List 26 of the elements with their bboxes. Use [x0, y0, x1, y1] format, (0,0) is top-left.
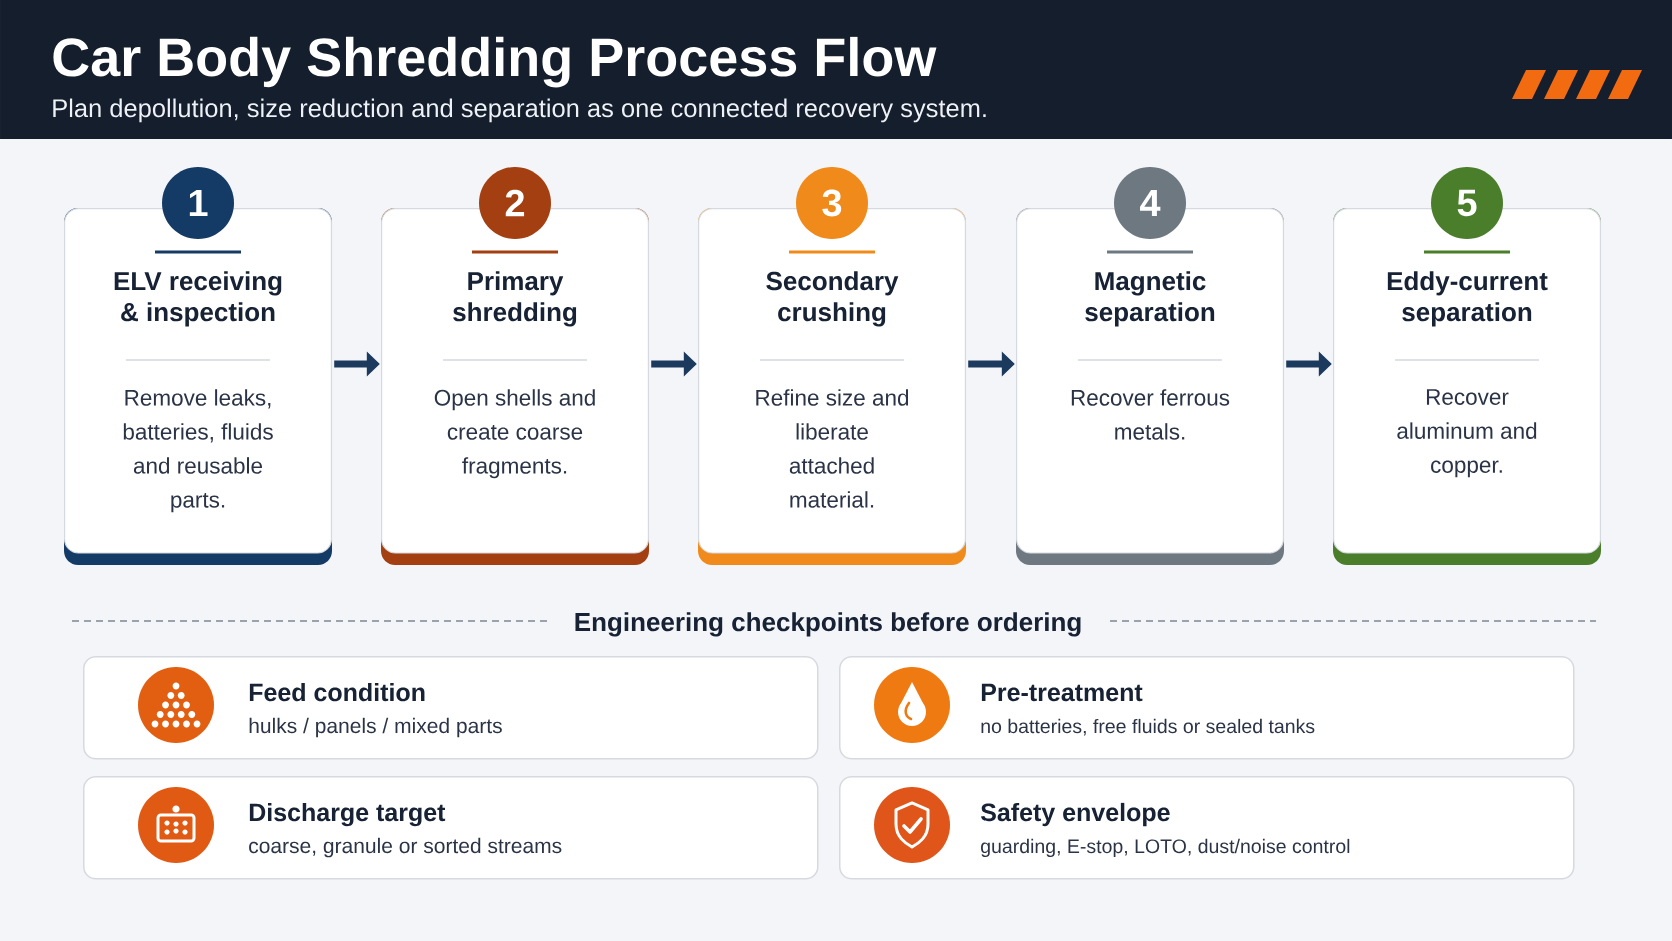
section-heading: Engineering checkpoints before ordering — [575, 612, 1081, 637]
step-description: Refine size and liberate attached material. — [756, 389, 909, 508]
checkpoint-title: Pre-treatment — [981, 683, 1143, 702]
step-title: Secondary crushing — [766, 271, 899, 327]
step-title: Eddy-current separation — [1387, 271, 1548, 327]
checkpoint-detail: coarse, granule or sorted streams — [249, 837, 562, 858]
step-description: Open shells and create coarse fragments. — [434, 389, 595, 479]
title: Car Body Shredding Process Flow — [53, 36, 937, 88]
number-badge: 4 — [1114, 167, 1186, 239]
step-description: Remove leaks, batteries, fluids and reusable parts. — [123, 389, 273, 513]
subtitle: Plan depollution, size reduction and separation as one connected recovery system. — [53, 98, 986, 123]
checkpoint-detail: guarding, E-stop, LOTO, dust/noise control — [981, 838, 1350, 858]
checkpoint-title: Discharge target — [249, 802, 446, 827]
step-description: Recover ferrous metals. — [1071, 389, 1230, 440]
number-badge: 5 — [1431, 167, 1503, 239]
step-title: ELV receiving & inspection — [114, 271, 282, 327]
step-title: Primary shredding — [453, 271, 577, 327]
number-badge: 2 — [479, 167, 551, 239]
checkpoint-detail: no batteries, free fluids or sealed tanks — [981, 718, 1315, 736]
checkpoint-title: Safety envelope — [980, 802, 1170, 827]
number-badge: 1 — [162, 167, 234, 239]
checkpoint-title: Feed condition — [249, 682, 425, 702]
step-description: Recover aluminum and copper. — [1397, 389, 1537, 478]
checkpoint-detail: hulks / panels / mixed parts — [249, 717, 502, 738]
step-title: Magnetic separation — [1085, 271, 1215, 327]
number-badge: 3 — [796, 167, 868, 239]
